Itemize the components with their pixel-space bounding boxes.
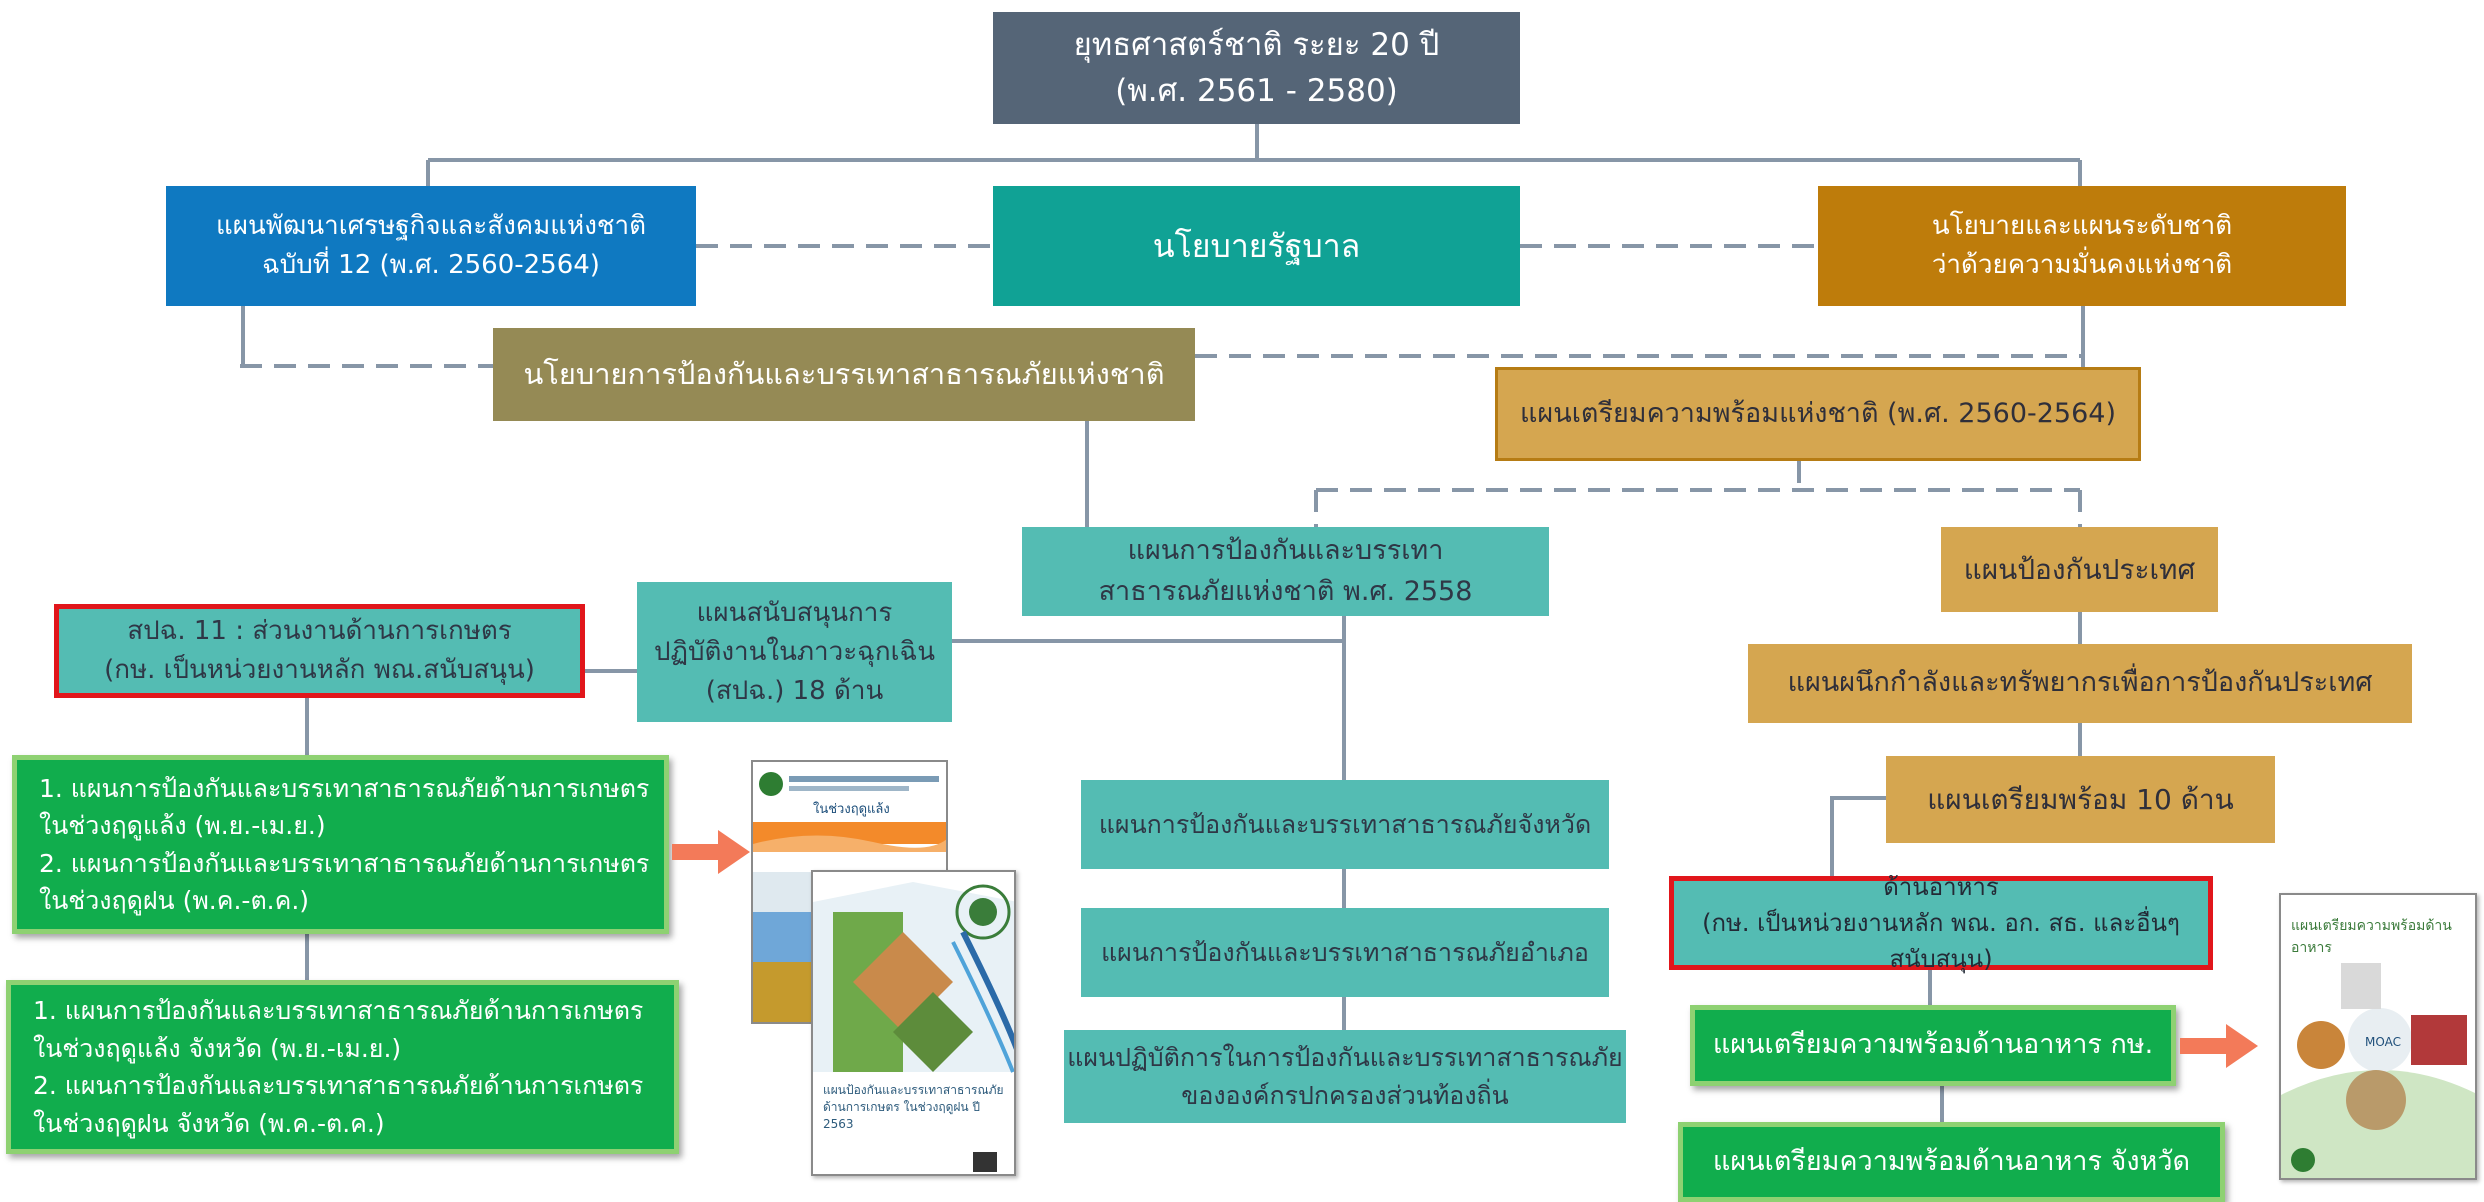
resource-defense-plan-box: แผนผนึกกำลังและทรัพยากรเพื่อการป้องกันปร… (1748, 644, 2412, 723)
rainy-season-plan-document-thumbnail: แผนป้องกันและบรรเทาสาธารณภัย ด้านการเกษต… (811, 870, 1016, 1176)
arrow-right-icon (672, 830, 750, 874)
econ-social-plan-label: แผนพัฒนาเศรษฐกิจและสังคมแห่งชาติ ฉบับที่… (215, 211, 647, 280)
provincial-agriculture-plans-label: 1. แผนการป้องกันและบรรเทาสาธารณภัยด้านกา… (33, 996, 644, 1138)
food-sector-box: ด้านอาหาร (กษ. เป็นหน่วยงานหลัก พณ. อก. … (1669, 873, 2213, 973)
resource-defense-plan-label: แผนผนึกกำลังและทรัพยากรเพื่อการป้องกันปร… (1787, 667, 2373, 699)
econ-social-plan-box: แผนพัฒนาเศรษฐกิจและสังคมแห่งชาติ ฉบับที่… (166, 186, 696, 306)
ten-area-preparedness-box: แผนเตรียมพร้อม 10 ด้าน (1886, 756, 2275, 843)
national-security-policy-box: นโยบายและแผนระดับชาติ ว่าด้วยความมั่นคงแ… (1818, 186, 2346, 306)
agriculture-disaster-plans-label: 1. แผนการป้องกันและบรรเทาสาธารณภัยด้านกา… (39, 773, 650, 916)
national-strategy-label: ยุทธศาสตร์ชาติ ระยะ 20 ปี (พ.ศ. 2561 - 2… (1073, 26, 1440, 110)
national-disaster-plan-box: แผนการป้องกันและบรรเทา สาธารณภัยแห่งชาติ… (1022, 527, 1549, 616)
moac-badge: MOAC (2365, 1035, 2401, 1049)
esf11-agriculture-box: สปฉ. 11 : ส่วนงานด้านการเกษตร (กษ. เป็นห… (54, 604, 585, 698)
emergency-support-plan-label: แผนสนับสนุนการ ปฏิบัติงานในภาวะฉุกเฉิน (… (653, 597, 935, 706)
food-preparedness-moac-box: แผนเตรียมความพร้อมด้านอาหาร กษ. (1690, 1005, 2176, 1086)
district-disaster-plan-label: แผนการป้องกันและบรรเทาสาธารณภัยอำเภอ (1101, 937, 1589, 967)
provincial-disaster-plan-box: แผนการป้องกันและบรรเทาสาธารณภัยจังหวัด (1081, 780, 1609, 869)
national-security-policy-label: นโยบายและแผนระดับชาติ ว่าด้วยความมั่นคงแ… (1931, 211, 2233, 280)
esf11-agriculture-label: สปฉ. 11 : ส่วนงานด้านการเกษตร (กษ. เป็นห… (104, 616, 535, 685)
district-disaster-plan-box: แผนการป้องกันและบรรเทาสาธารณภัยอำเภอ (1081, 908, 1609, 997)
rainy-season-document-title: แผนป้องกันและบรรเทาสาธารณภัย ด้านการเกษต… (823, 1083, 1004, 1131)
food-document-title: แผนเตรียมความพร้อมด้านอาหาร (2291, 918, 2452, 956)
document-cover-art (2281, 895, 2475, 1178)
provincial-agriculture-plans-box: 1. แผนการป้องกันและบรรเทาสาธารณภัยด้านกา… (6, 980, 679, 1154)
national-disaster-plan-label: แผนการป้องกันและบรรเทา สาธารณภัยแห่งชาติ… (1098, 535, 1473, 607)
food-preparedness-document-thumbnail: แผนเตรียมความพร้อมด้านอาหาร MOAC (2279, 893, 2477, 1180)
dry-season-document-header: ในช่วงฤดูแล้ง (813, 802, 890, 817)
national-preparedness-plan-label: แผนเตรียมความพร้อมแห่งชาติ (พ.ศ. 2560-25… (1520, 397, 2116, 429)
food-preparedness-province-box: แผนเตรียมความพร้อมด้านอาหาร จังหวัด (1678, 1122, 2225, 1202)
emergency-support-plan-box: แผนสนับสนุนการ ปฏิบัติงานในภาวะฉุกเฉิน (… (637, 582, 952, 722)
agriculture-disaster-plans-box: 1. แผนการป้องกันและบรรเทาสาธารณภัยด้านกา… (12, 755, 669, 934)
food-sector-label: ด้านอาหาร (กษ. เป็นหน่วยงานหลัก พณ. อก. … (1702, 873, 2180, 973)
food-preparedness-moac-label: แผนเตรียมความพร้อมด้านอาหาร กษ. (1712, 1029, 2154, 1061)
disaster-policy-box: นโยบายการป้องกันและบรรเทาสาธารณภัยแห่งชา… (493, 328, 1195, 421)
provincial-disaster-plan-label: แผนการป้องกันและบรรเทาสาธารณภัยจังหวัด (1098, 809, 1592, 839)
local-government-plan-box: แผนปฏิบัติการในการป้องกันและบรรเทาสาธารณ… (1064, 1030, 1626, 1123)
defense-plan-box: แผนป้องกันประเทศ (1941, 527, 2218, 612)
food-preparedness-province-label: แผนเตรียมความพร้อมด้านอาหาร จังหวัด (1712, 1145, 2191, 1177)
local-government-plan-label: แผนปฏิบัติการในการป้องกันและบรรเทาสาธารณ… (1067, 1043, 1623, 1110)
document-cover-art (813, 872, 1014, 1174)
ten-area-preparedness-label: แผนเตรียมพร้อม 10 ด้าน (1927, 782, 2234, 816)
national-strategy-box: ยุทธศาสตร์ชาติ ระยะ 20 ปี (พ.ศ. 2561 - 2… (993, 12, 1520, 124)
government-policy-box: นโยบายรัฐบาล (993, 186, 1520, 306)
arrow-right-icon (2180, 1024, 2258, 1068)
national-preparedness-plan-box: แผนเตรียมความพร้อมแห่งชาติ (พ.ศ. 2560-25… (1495, 367, 2141, 461)
defense-plan-label: แผนป้องกันประเทศ (1963, 552, 2196, 586)
government-policy-label: นโยบายรัฐบาล (1152, 227, 1361, 265)
disaster-policy-label: นโยบายการป้องกันและบรรเทาสาธารณภัยแห่งชา… (523, 356, 1165, 391)
